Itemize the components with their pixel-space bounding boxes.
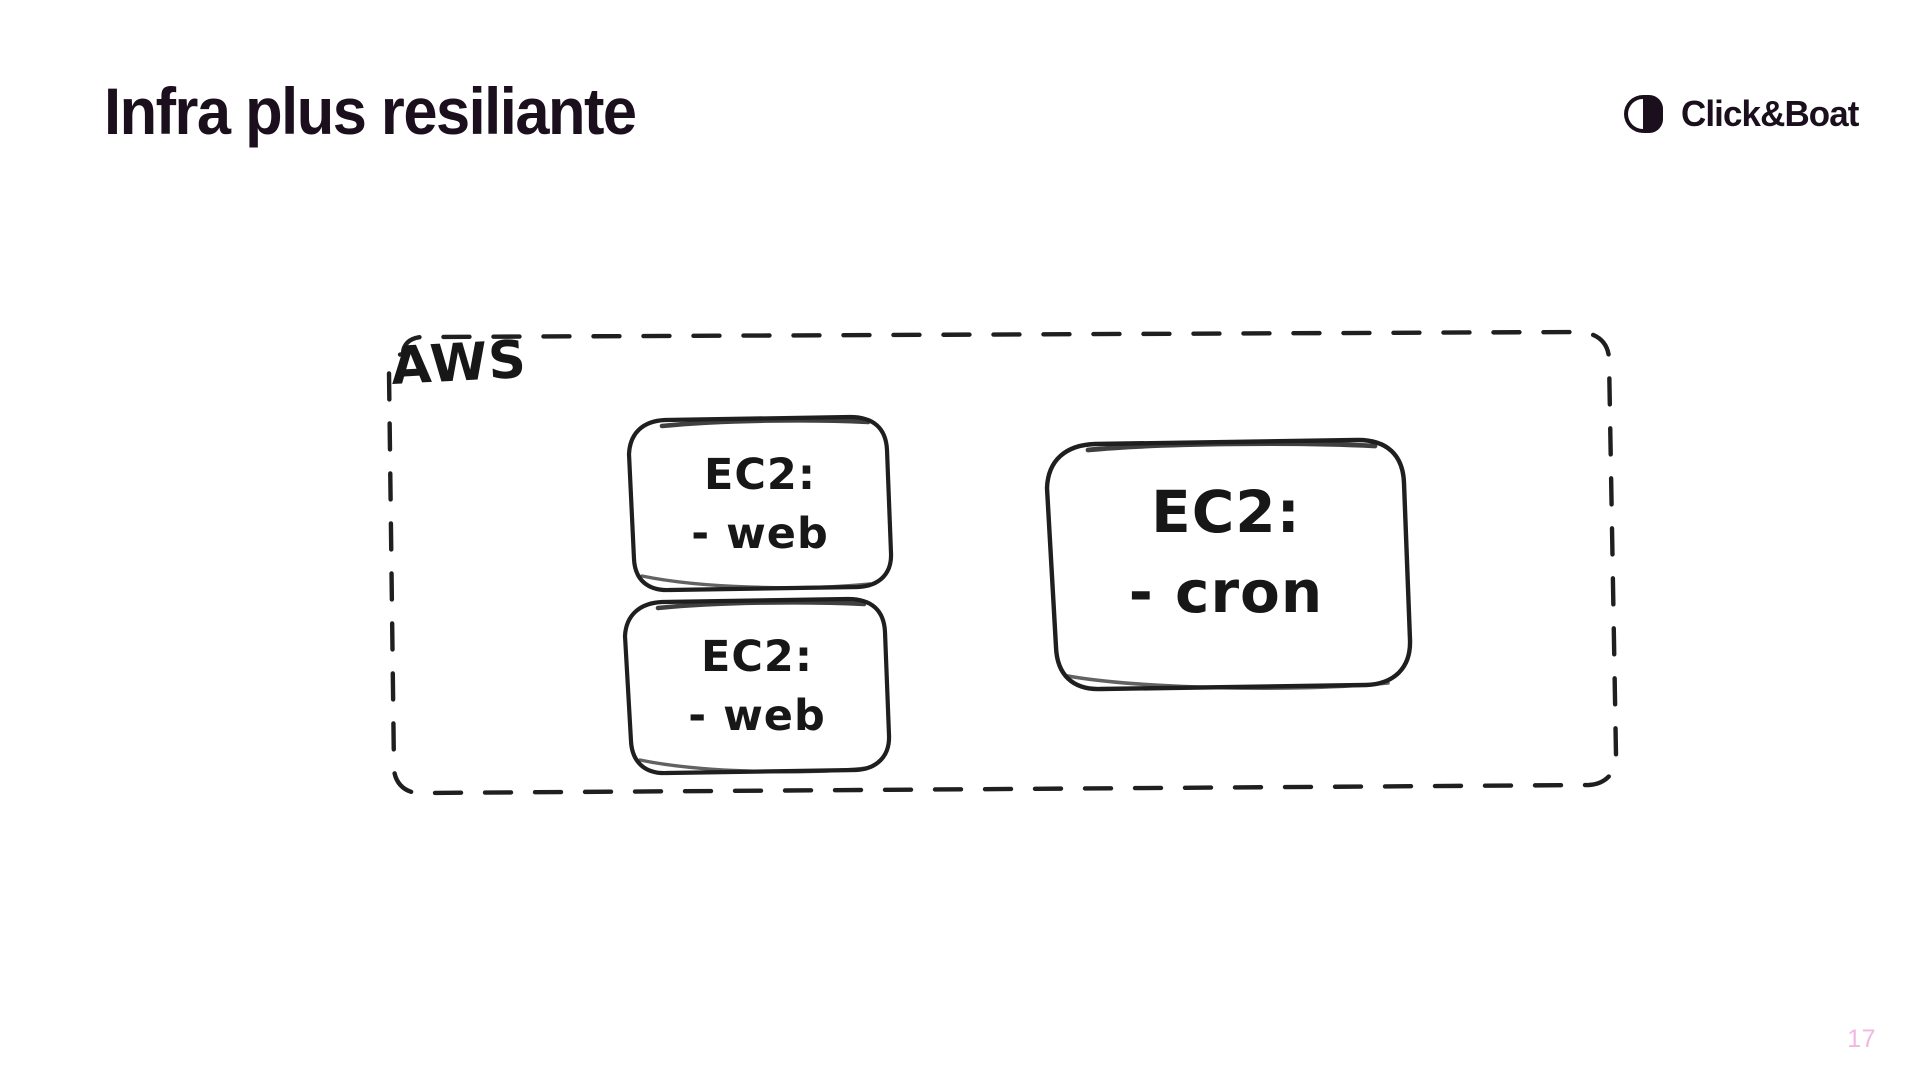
- node-ec2-web-1-line1: EC2:: [704, 450, 816, 500]
- brand-name: Click&Boat: [1680, 93, 1859, 134]
- node-ec2-web-2-line1: EC2:: [701, 632, 813, 682]
- node-ec2-web-2[interactable]: EC2: - web: [622, 596, 892, 776]
- brand-logo: Click&Boat: [1623, 93, 1864, 135]
- aws-boundary: [386, 329, 1619, 796]
- page-number: 17: [1847, 1025, 1876, 1053]
- aws-architecture-diagram: AWS EC2: - web EC2: - web EC2: - cron: [340, 300, 1670, 840]
- aws-label: AWS: [390, 330, 529, 397]
- node-ec2-web-1-line2: - web: [691, 509, 829, 559]
- node-ec2-web-1[interactable]: EC2: - web: [626, 414, 894, 593]
- node-ec2-web-2-line2: - web: [688, 691, 826, 741]
- aws-label-group: AWS: [390, 330, 529, 397]
- node-ec2-cron-line2: - cron: [1129, 558, 1323, 626]
- node-ec2-cron-line1: EC2:: [1151, 478, 1301, 546]
- page-title: Infra plus resiliante: [104, 74, 637, 148]
- clickandboat-logo-icon: [1623, 95, 1663, 133]
- node-ec2-cron[interactable]: EC2: - cron: [1044, 437, 1413, 692]
